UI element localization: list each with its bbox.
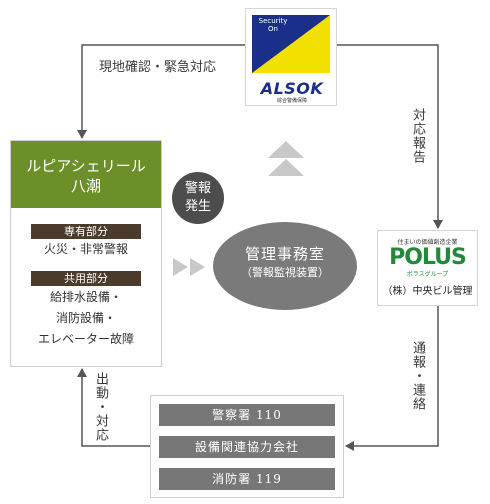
- alsok-subtitle: 綜合警備保障: [276, 98, 307, 104]
- management-office: 管理事務室 （警報監視装置）: [213, 222, 357, 310]
- contacts-box: 警察署 110 設備関連協力会社 消防署 119: [150, 395, 344, 498]
- edge-label-top: 現地確認・緊急対応: [99, 60, 217, 75]
- connector-polus-to-contacts: [346, 306, 439, 447]
- edge-label-right-top: 対応報告: [410, 108, 425, 164]
- connector-alsok-to-polus: [337, 44, 439, 228]
- contact-facility-partner: 設備関連協力会社: [159, 436, 335, 458]
- polus-kana: ポラスグループ: [406, 271, 449, 278]
- connector-alsok-to-lupia: [81, 44, 245, 138]
- polus-logo: 住まいの価値創造企業 POLUS ポラスグループ （株）中央ビル管理: [377, 230, 478, 306]
- management-title: 管理事務室: [244, 245, 325, 263]
- common-area-line: 給排水設備・: [49, 290, 122, 304]
- building-header: ルピアシェリール 八潮: [11, 141, 161, 208]
- chevron-right-icon: [173, 258, 188, 276]
- alsok-logo: Security On ALSOK 綜合警備保障: [245, 8, 337, 106]
- contact-fire: 消防署 119: [159, 468, 335, 490]
- building-area: 八潮: [70, 177, 101, 195]
- arrow-head-down-icon: [77, 130, 87, 139]
- edge-label-right-bottom: 通報・連絡: [410, 341, 425, 411]
- building-name: ルピアシェリール: [26, 157, 146, 175]
- common-area-line: 消防設備・: [55, 311, 116, 325]
- polus-company: （株）中央ビル管理: [382, 286, 473, 297]
- polus-tagline: 住まいの価値創造企業: [397, 239, 458, 246]
- arrow-head-up-icon: [77, 368, 87, 377]
- management-subtitle: （警報監視装置）: [241, 266, 329, 279]
- common-area-line: エレベーター故障: [37, 332, 134, 346]
- building-box: ルピアシェリール 八潮 専有部分 火災・非常警報 共用部分 給排水設備・ 消防設…: [10, 140, 162, 367]
- edge-label-left-bottom: 出動・対応: [93, 372, 108, 442]
- alarm-line: 警報: [184, 181, 211, 196]
- arrow-head-down-icon: [433, 220, 443, 229]
- alsok-mark-icon: [252, 15, 330, 73]
- chevron-up-icon: [268, 141, 304, 158]
- contact-police: 警察署 110: [159, 404, 335, 426]
- arrow-head-left-icon: [345, 441, 354, 451]
- private-area-tag: 専有部分: [31, 224, 141, 239]
- connector-contacts-to-lupia: [81, 369, 150, 447]
- common-area-tag: 共用部分: [31, 271, 141, 286]
- alarm-line: 発生: [184, 199, 211, 214]
- polus-wordmark: POLUS: [389, 245, 467, 270]
- chevron-up-icon: [268, 159, 304, 176]
- chevron-right-icon: [190, 258, 205, 276]
- alarm-badge: 警報 発生: [172, 172, 224, 224]
- alsok-badge-text: Security On: [258, 17, 288, 33]
- private-area-text: 火災・非常警報: [43, 242, 128, 256]
- alsok-wordmark: ALSOK: [260, 79, 324, 98]
